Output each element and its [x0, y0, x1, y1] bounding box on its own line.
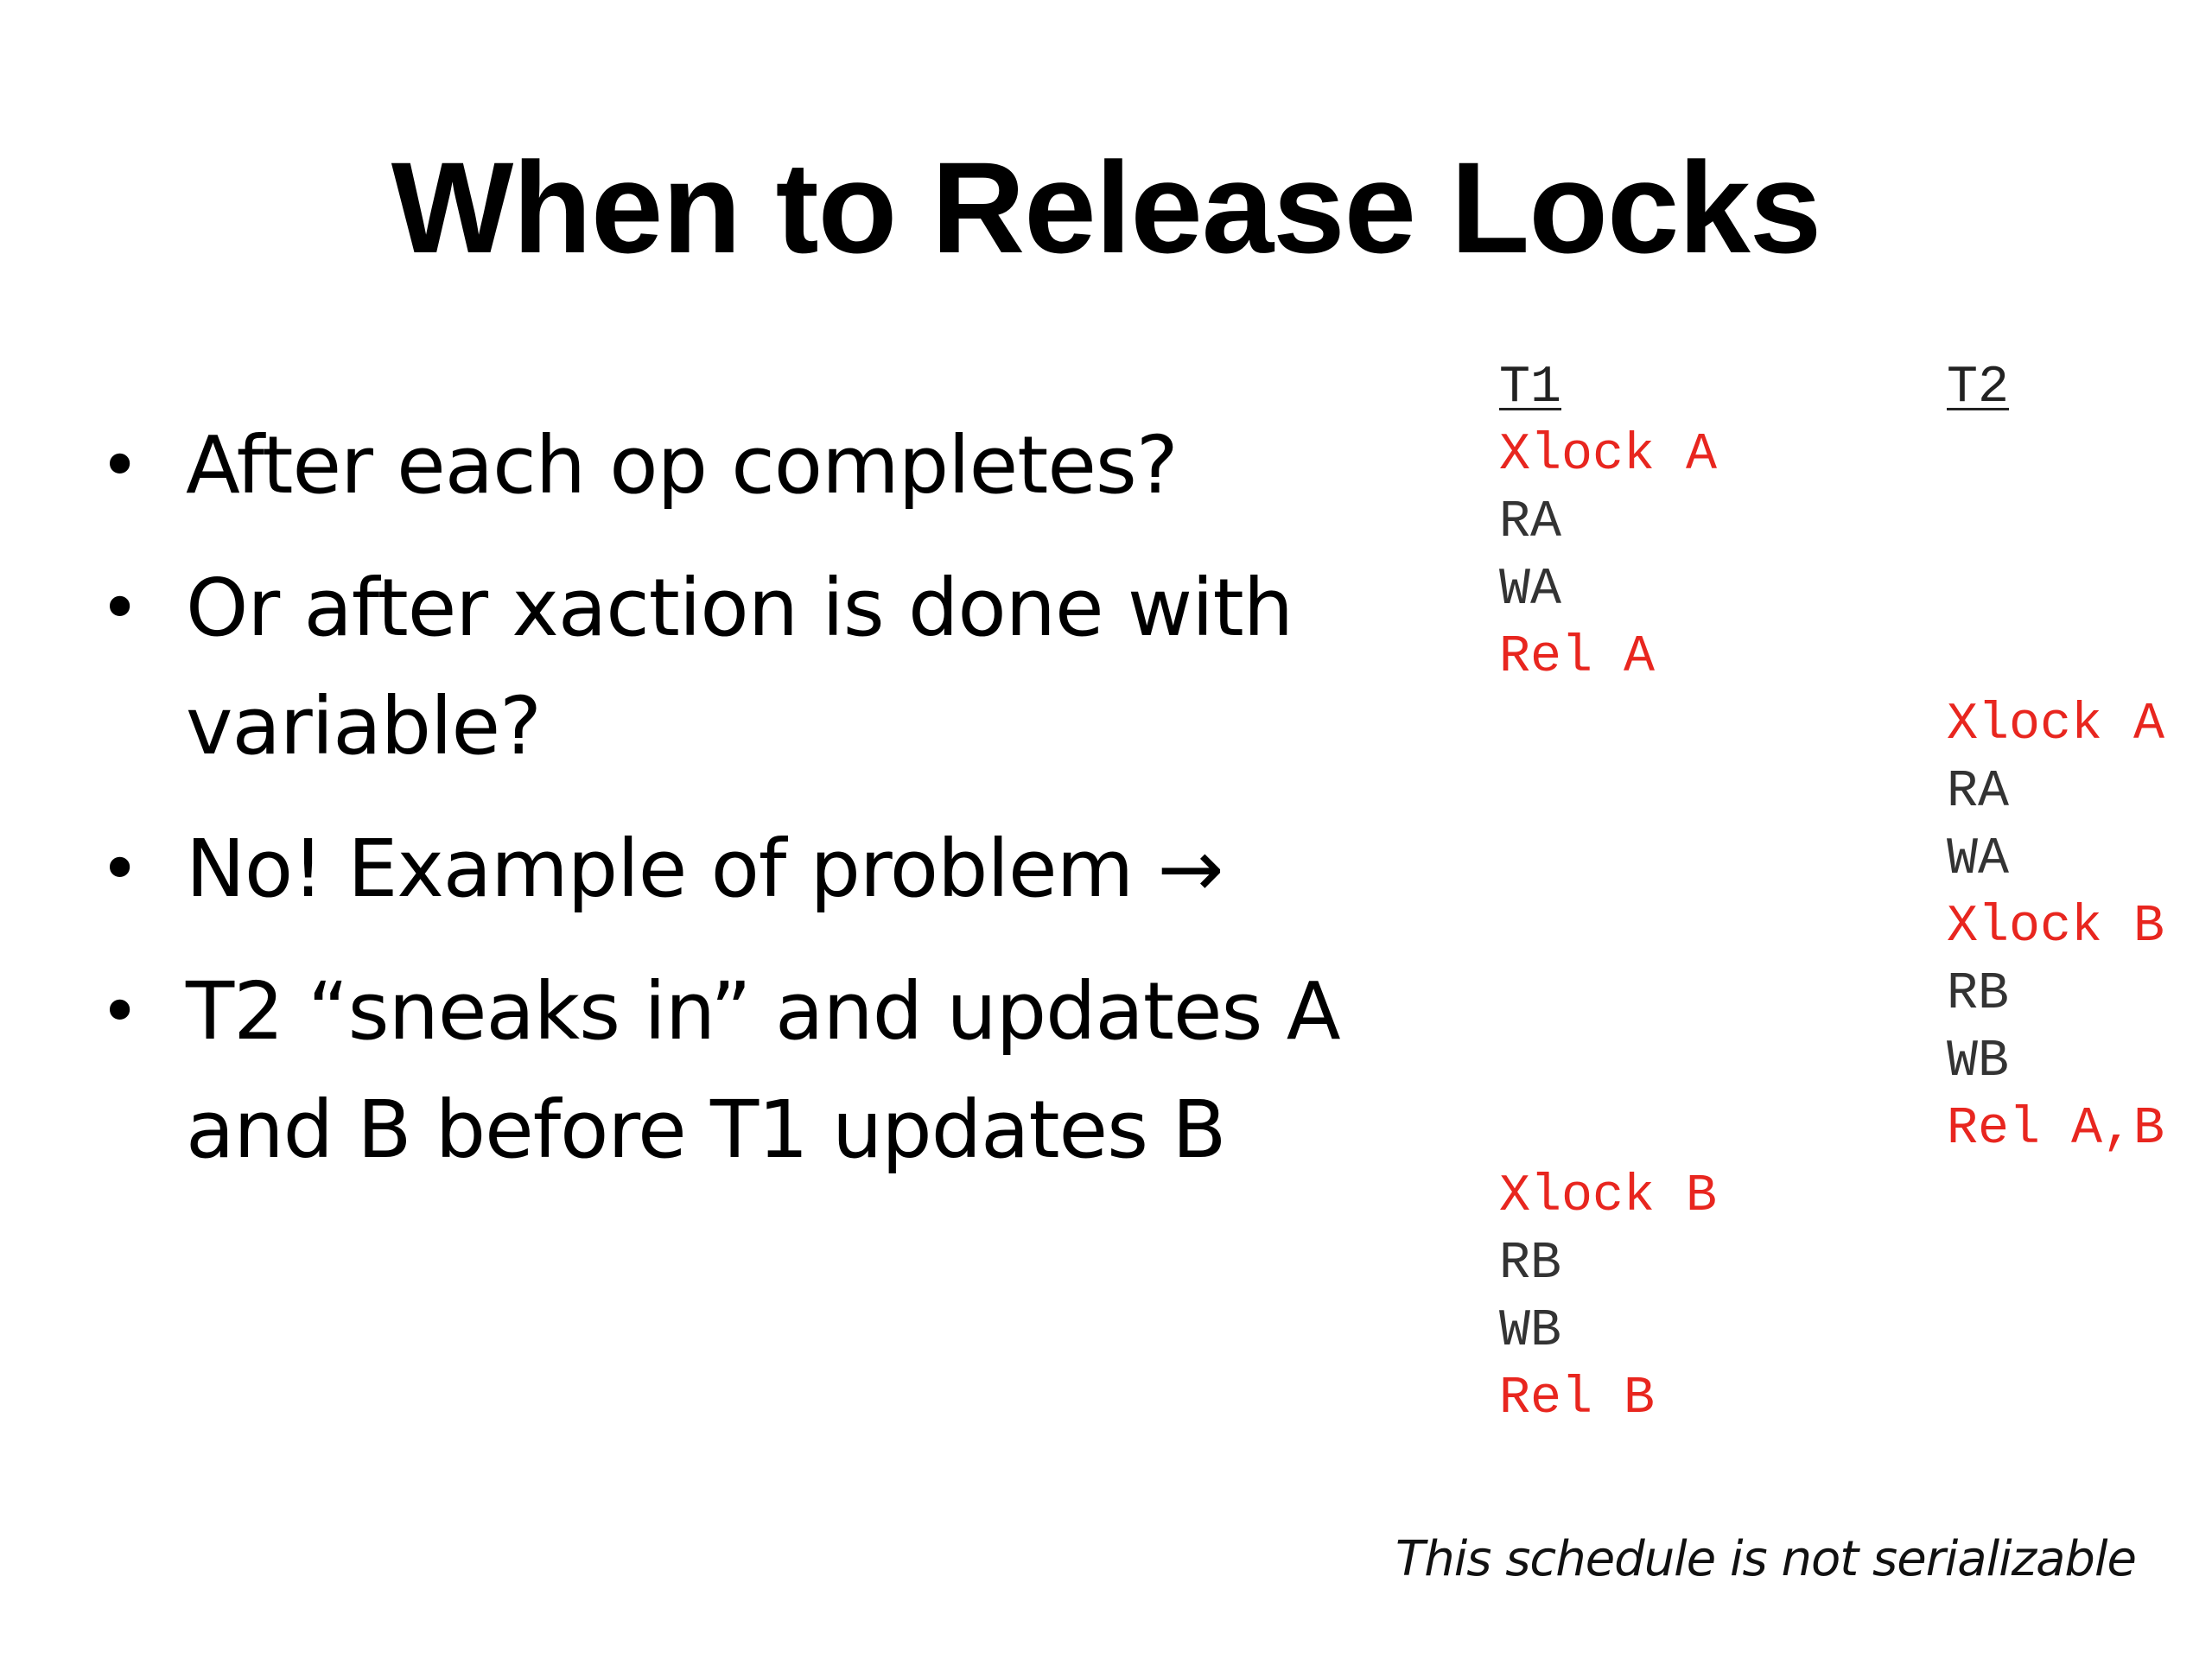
- schedule-op-t1: Xlock A: [1499, 426, 1718, 485]
- bullet-dot-icon: •: [99, 971, 140, 1052]
- bullet-text: No! Example of problem →: [186, 823, 1224, 915]
- schedule-caption: This schedule is not serializable: [1395, 1531, 2137, 1587]
- schedule-op-t1: Rel A: [1499, 628, 1656, 687]
- schedule-op-t1: RA: [1499, 493, 1562, 552]
- schedule-op-t2: WA: [1947, 830, 2010, 889]
- schedule-op-t2: RB: [1947, 965, 2010, 1024]
- schedule-op-t2: Rel A,B: [1947, 1100, 2165, 1159]
- schedule-op-t1: WB: [1499, 1302, 1562, 1361]
- column-header-t1: T1: [1499, 359, 1562, 417]
- bullet-list: • After each op completes? • Or after xa…: [91, 406, 1404, 1213]
- transaction-schedule: T1 T2 Xlock A RA WA Rel A Xlock A RA WA Xlock B…: [1499, 354, 2190, 1443]
- schedule-op-t1: Xlock B: [1499, 1167, 1718, 1226]
- bullet-item: • Or after xaction is done with variable…: [91, 549, 1404, 785]
- bullet-text: Or after xaction is done with variable?: [186, 562, 1294, 772]
- schedule-op-t2: RA: [1947, 763, 2010, 822]
- column-header-t2: T2: [1947, 359, 2010, 417]
- schedule-op-t1: WA: [1499, 561, 1562, 620]
- slide-title: When to Release Locks: [391, 135, 1822, 280]
- bullet-item: • T2 “sneaks in” and updates A and B bef…: [91, 952, 1404, 1189]
- schedule-op-t1: RB: [1499, 1235, 1562, 1294]
- schedule-op-t1: Rel B: [1499, 1370, 1656, 1428]
- bullet-dot-icon: •: [99, 829, 140, 909]
- schedule-op-t2: Xlock A: [1947, 696, 2165, 754]
- bullet-dot-icon: •: [99, 425, 140, 505]
- bullet-text: T2 “sneaks in” and updates A and B befor…: [186, 965, 1341, 1176]
- bullet-dot-icon: •: [99, 568, 140, 648]
- bullet-text: After each op completes?: [186, 419, 1179, 512]
- schedule-op-t2: Xlock B: [1947, 898, 2165, 957]
- bullet-item: • No! Example of problem →: [91, 810, 1404, 928]
- bullet-item: • After each op completes?: [91, 406, 1404, 524]
- schedule-op-t2: WB: [1947, 1033, 2010, 1091]
